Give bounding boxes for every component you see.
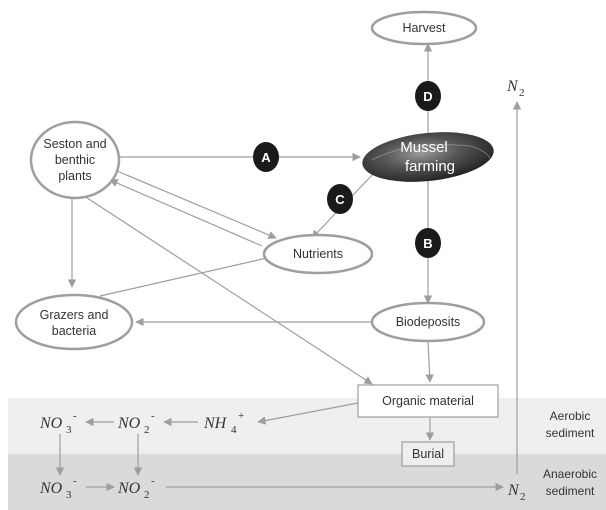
- badge-c: C: [327, 184, 353, 214]
- svg-text:2: 2: [144, 489, 150, 501]
- svg-text:D: D: [423, 89, 432, 104]
- seston-label-line1: Seston and: [43, 137, 106, 151]
- nh4-aerobic: NH 4 +: [203, 410, 244, 436]
- seston-node: Seston and benthic plants: [29, 120, 121, 200]
- seston-label-line3: plants: [58, 169, 91, 183]
- badge-d: D: [415, 81, 441, 111]
- svg-text:-: -: [73, 410, 77, 422]
- organic-material-label: Organic material: [382, 394, 474, 408]
- flow-arrows: [55, 43, 522, 492]
- svg-text:-: -: [73, 475, 77, 487]
- svg-text:sediment: sediment: [546, 426, 595, 440]
- organic-material-node: Organic material: [357, 384, 499, 418]
- arrow-seston-to-organic: [77, 191, 373, 385]
- svg-text:4: 4: [231, 424, 237, 436]
- svg-text:B: B: [423, 236, 432, 251]
- arrow-seston-to-nutrients: [109, 167, 277, 239]
- svg-text:+: +: [238, 410, 244, 422]
- svg-text:NO: NO: [39, 415, 63, 432]
- arrow-grazers-to-nutrients: [99, 255, 277, 297]
- aerobic-sediment-band: [8, 398, 606, 454]
- no2-anaerobic: NO 2 -: [117, 475, 155, 501]
- svg-text:3: 3: [66, 424, 72, 436]
- svg-text:-: -: [151, 475, 155, 487]
- mussel-label-line2: farming: [405, 158, 455, 175]
- harvest-node: Harvest: [370, 10, 478, 46]
- svg-text:C: C: [335, 192, 345, 207]
- n2-anaerobic: N 2: [507, 482, 526, 503]
- svg-text:NO: NO: [39, 480, 63, 497]
- burial-node: Burial: [401, 441, 455, 467]
- no3-anaerobic: NO 3 -: [39, 475, 77, 501]
- svg-text:2: 2: [519, 87, 525, 99]
- nutrients-node: Nutrients: [262, 233, 374, 275]
- badge-b: B: [415, 228, 441, 258]
- badge-a: A: [253, 142, 279, 172]
- no2-aerobic: NO 2 -: [117, 410, 155, 436]
- svg-text:NO: NO: [117, 415, 141, 432]
- burial-label: Burial: [412, 447, 444, 461]
- grazers-label-line2: bacteria: [52, 324, 97, 338]
- svg-text:NH: NH: [203, 415, 228, 432]
- svg-text:2: 2: [520, 491, 526, 503]
- grazers-node: Grazers and bacteria: [14, 293, 134, 351]
- arrow-organic-to-nh4: [257, 402, 359, 425]
- mussel-farming-node: Mussel farming: [362, 132, 494, 182]
- arrow-nutrients-to-seston: [109, 179, 263, 247]
- svg-text:-: -: [151, 410, 155, 422]
- arrow-biodeposits-to-organic: [425, 341, 434, 383]
- biodeposits-node: Biodeposits: [370, 301, 486, 343]
- no3-aerobic: NO 3 -: [39, 410, 77, 436]
- svg-text:Anaerobic: Anaerobic: [543, 467, 597, 481]
- svg-text:NO: NO: [117, 480, 141, 497]
- grazers-label-line1: Grazers and: [40, 308, 109, 322]
- mussel-image: [362, 132, 494, 182]
- n2-atmosphere: N 2: [506, 78, 525, 99]
- biodeposits-label: Biodeposits: [396, 315, 461, 329]
- svg-text:N: N: [507, 482, 520, 499]
- aerobic-sediment-label: Aerobic sediment: [546, 409, 595, 440]
- svg-text:Aerobic: Aerobic: [550, 409, 591, 423]
- nutrients-label: Nutrients: [293, 247, 343, 261]
- svg-text:sediment: sediment: [546, 484, 595, 498]
- seston-label-line2: benthic: [55, 153, 95, 167]
- harvest-label: Harvest: [402, 21, 446, 35]
- anaerobic-sediment-band: [8, 454, 606, 510]
- mussel-label-line1: Mussel: [400, 139, 448, 156]
- anaerobic-sediment-label: Anaerobic sediment: [543, 467, 597, 498]
- svg-text:A: A: [261, 150, 271, 165]
- svg-text:N: N: [506, 78, 519, 95]
- svg-text:2: 2: [144, 424, 150, 436]
- svg-text:3: 3: [66, 489, 72, 501]
